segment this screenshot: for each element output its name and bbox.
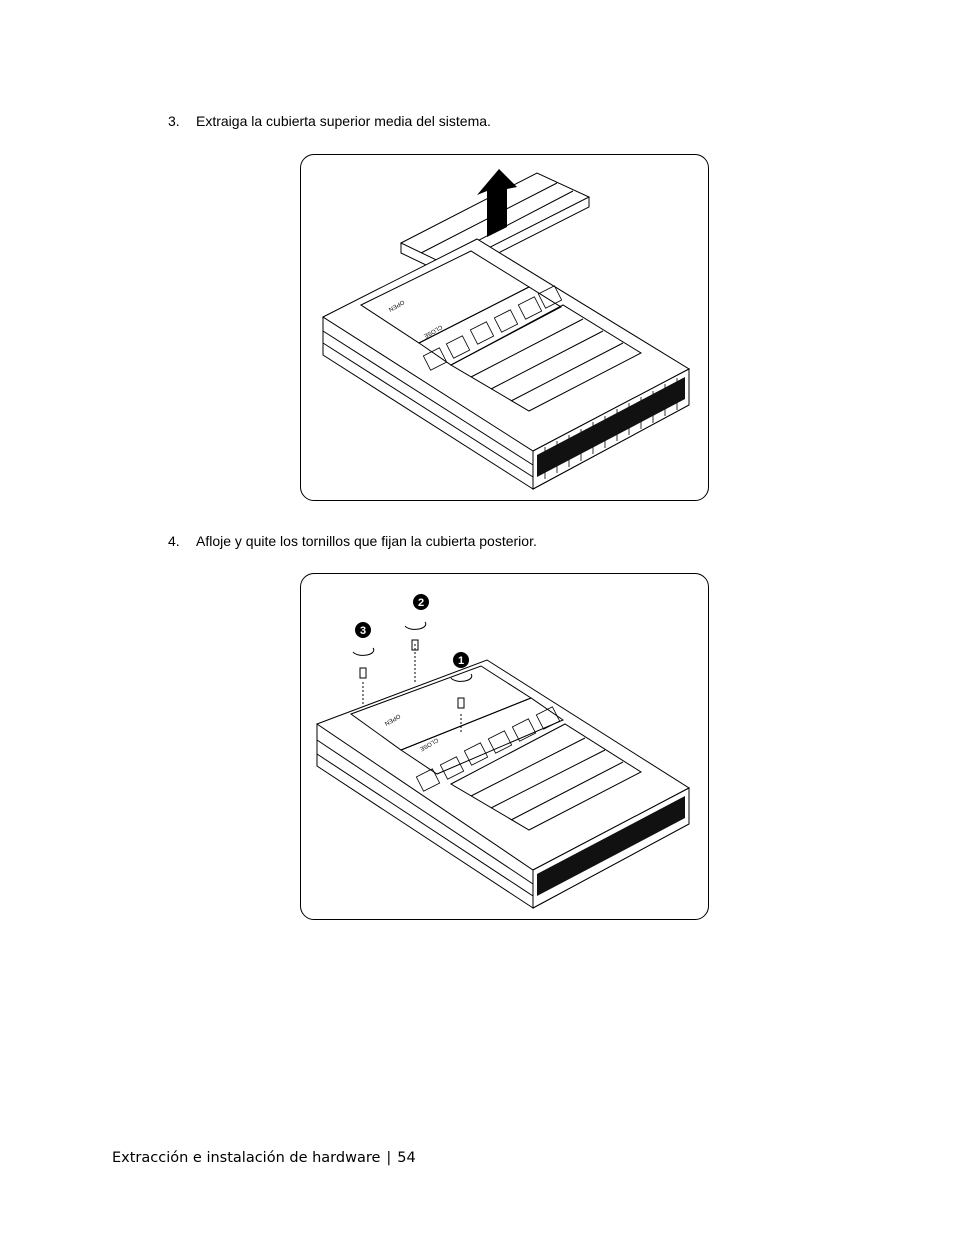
callout-3-icon	[355, 622, 371, 638]
callout-1-icon	[453, 652, 469, 668]
step-number: 4.	[168, 533, 180, 549]
callout-1: 1	[458, 655, 464, 667]
figure-remove-mid-cover: OPEN CLOSE	[300, 154, 709, 501]
step-4: 4. Afloje y quite los tornillos que fijan…	[168, 532, 537, 550]
callout-2: 2	[418, 597, 424, 609]
step-text: Afloje y quite los tornillos que fijan l…	[196, 533, 537, 549]
step-3: 3. Extraiga la cubierta superior media de…	[168, 112, 491, 130]
footer-separator: |	[386, 1150, 392, 1166]
server-illustration: OPEN CLOSE	[321, 169, 691, 490]
callout-3: 3	[360, 625, 366, 637]
page-footer: Extracción e instalación de hardware | 54	[112, 1150, 416, 1166]
figure-remove-rear-cover-screws: 1 2 3 OPEN CLOSE	[300, 573, 709, 920]
step-number: 3.	[168, 113, 180, 129]
server-illustration: 1 2 3 OPEN CLOSE	[315, 594, 690, 909]
callout-2-icon	[413, 594, 429, 610]
page-number: 54	[397, 1150, 416, 1166]
footer-section: Extracción e instalación de hardware	[112, 1150, 381, 1166]
step-text: Extraiga la cubierta superior media del …	[196, 113, 491, 129]
